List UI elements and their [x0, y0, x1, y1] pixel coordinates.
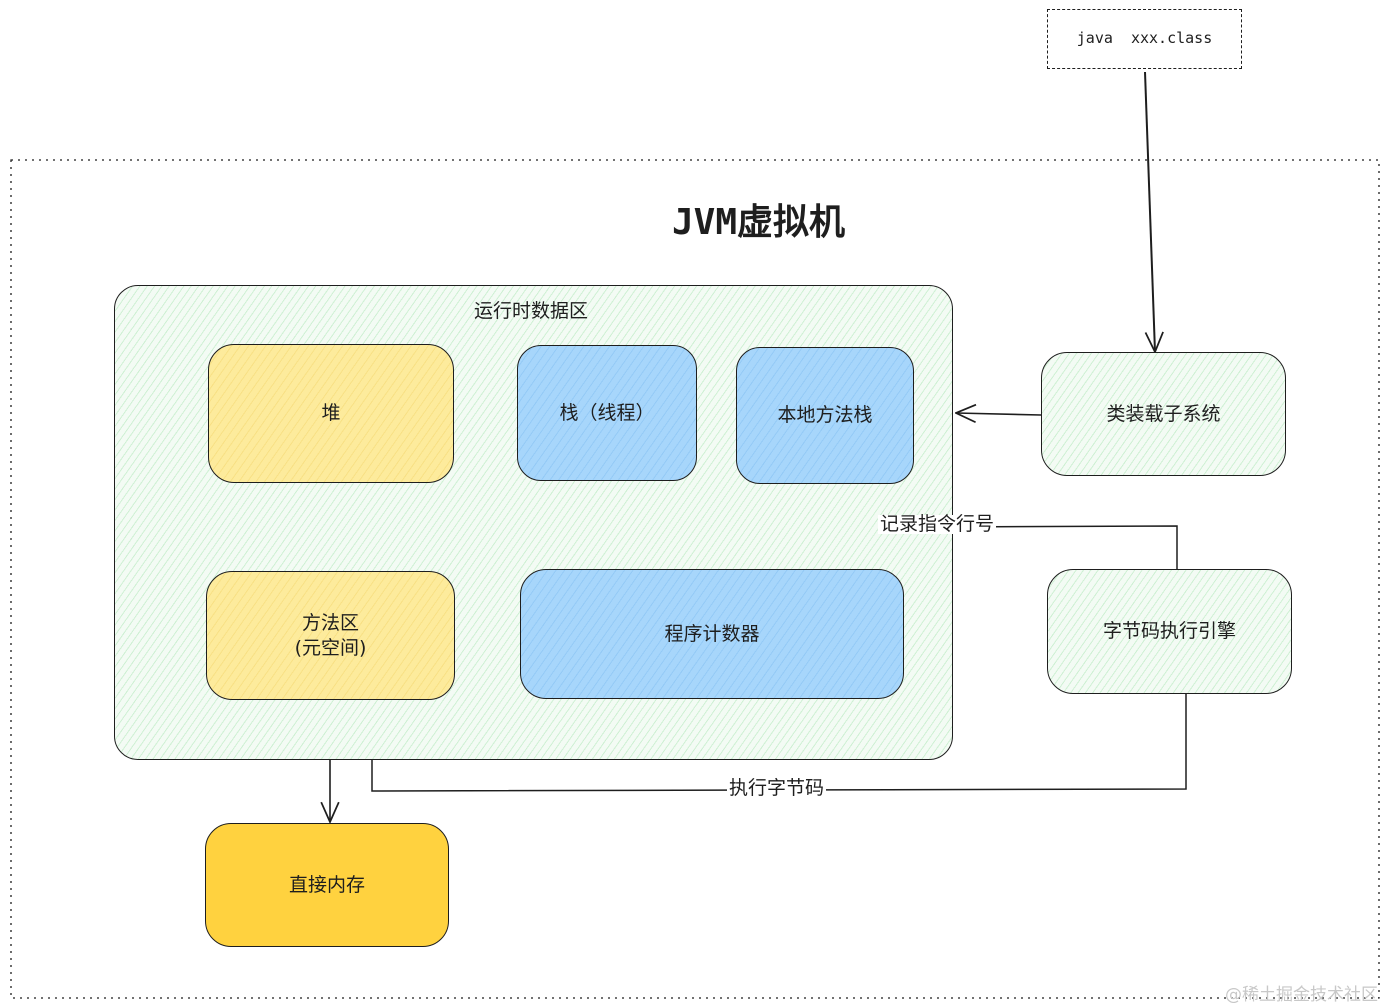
native-method-stack-node: 本地方法栈 — [736, 347, 914, 484]
direct-memory-label: 直接内存 — [288, 873, 365, 896]
execution-engine-label: 字节码执行引擎 — [1102, 620, 1236, 643]
program-counter-label: 程序计数器 — [664, 622, 760, 645]
heap-label: 堆 — [321, 402, 341, 425]
method-area-label: 方法区 — [301, 611, 359, 634]
command-box: java xxx.class — [1047, 9, 1242, 69]
class-loader-node: 类装载子系统 — [1041, 352, 1286, 476]
class-loader-label: 类装载子系统 — [1106, 402, 1221, 425]
jvm-boundary — [10, 159, 1380, 999]
command-text: java xxx.class — [1076, 29, 1213, 48]
watermark: @稀土掘金技术社区 — [1225, 985, 1378, 1005]
method-area-node: 方法区 (元空间) — [206, 571, 455, 700]
stack-label: 栈（线程） — [559, 401, 655, 424]
native-stack-label: 本地方法栈 — [777, 404, 873, 427]
stack-node: 栈（线程） — [517, 345, 697, 481]
jvm-title: JVM虚拟机 — [672, 202, 846, 243]
edge-label-execute-bytecode: 执行字节码 — [727, 777, 827, 799]
edge-label-record-instruction: 记录指令行号 — [878, 513, 997, 535]
arrow-command-to-classloader — [1144, 71, 1155, 352]
metaspace-label: (元空间) — [294, 636, 367, 659]
program-counter-node: 程序计数器 — [520, 569, 904, 699]
execution-engine-node: 字节码执行引擎 — [1047, 569, 1292, 694]
direct-memory-node: 直接内存 — [205, 823, 449, 947]
arrow-classloader-to-runtime — [956, 413, 1042, 415]
heap-node: 堆 — [208, 344, 454, 483]
runtime-area-label: 运行时数据区 — [474, 300, 589, 322]
